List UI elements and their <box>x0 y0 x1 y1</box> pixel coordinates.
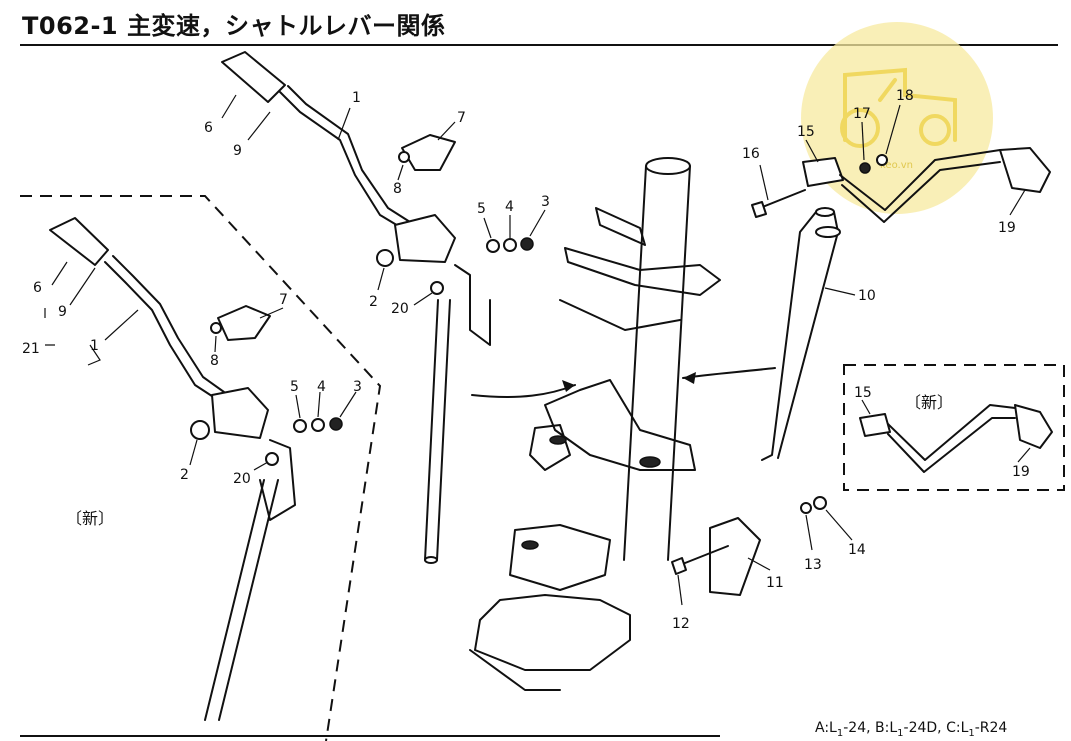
callout-10: 10 <box>858 288 876 304</box>
callout-new-3: 3 <box>353 379 362 395</box>
callout-new-8: 8 <box>210 353 219 369</box>
callout-new-9: 9 <box>58 304 67 320</box>
steering-column-frame <box>469 157 721 691</box>
model-c-prefix: C:L <box>946 720 969 736</box>
model-c-sub: 1 <box>968 727 975 739</box>
callout-3: 3 <box>541 194 550 210</box>
model-applicability-note: A:L1-24, B:L1-24D, C:L1-R24 <box>815 720 1007 739</box>
new-type-label-right: 〔新〕 <box>905 393 953 412</box>
leader-lines <box>44 94 1031 606</box>
shuttle-arm <box>709 517 761 596</box>
page-title: T062-1 主変速，シャトルレバー関係 <box>22 12 446 40</box>
assembly-arrows <box>471 367 776 398</box>
model-b-sub: 1 <box>897 727 904 739</box>
callout-16: 16 <box>742 146 760 162</box>
callout-17: 17 <box>853 106 871 122</box>
callout-new-20: 20 <box>233 471 251 487</box>
callout-5: 5 <box>477 201 486 217</box>
callout-inset-19: 19 <box>1012 464 1030 480</box>
new-shuttle-inset-frame <box>843 364 1065 491</box>
callout-12: 12 <box>672 616 690 632</box>
callout-6: 6 <box>204 120 213 136</box>
new-lever-cover <box>217 305 271 341</box>
callout-4: 4 <box>505 199 514 215</box>
lever-knob <box>221 51 286 103</box>
callout-new-5: 5 <box>290 379 299 395</box>
model-a-sub: 1 <box>836 727 844 739</box>
callout-7: 7 <box>457 110 466 126</box>
title-rule <box>20 44 1058 46</box>
new-shift-lever-group <box>49 217 343 721</box>
callout-20: 20 <box>391 301 409 317</box>
lever-cover <box>401 134 456 171</box>
callout-11: 11 <box>766 575 784 591</box>
callout-2: 2 <box>369 294 378 310</box>
upper-shift-lever-group <box>221 51 534 564</box>
shuttle-lever-clamp <box>802 157 844 187</box>
callout-new-7: 7 <box>279 292 288 308</box>
model-a-suffix: -24, <box>843 720 871 736</box>
callout-14: 14 <box>848 542 866 558</box>
new-shuttle-lever-inset <box>859 404 1053 473</box>
watermark-logo: keo.vn <box>801 22 993 214</box>
lever-bracket <box>394 214 456 263</box>
callout-13: 13 <box>804 557 822 573</box>
callout-new-21: 21 <box>22 341 40 357</box>
callout-new-2: 2 <box>180 467 189 483</box>
callout-inset-15: 15 <box>854 385 872 401</box>
callout-labels: 1 6 9 7 8 5 4 3 2 20 6 9 21 1 7 8 5 4 3 … <box>22 88 1030 632</box>
callout-new-6: 6 <box>33 280 42 296</box>
model-b-suffix: -24D, <box>903 720 942 736</box>
callout-8: 8 <box>393 181 402 197</box>
new-type-dashed-frame <box>20 195 382 741</box>
shuttle-lever-group <box>671 147 1051 596</box>
callout-9: 9 <box>233 143 242 159</box>
callout-18: 18 <box>896 88 914 104</box>
new-type-label-left: 〔新〕 <box>66 509 114 528</box>
new-lever-knob <box>49 217 109 266</box>
watermark-text: keo.vn <box>880 160 913 171</box>
new-lever-bracket <box>211 387 269 439</box>
model-c-suffix: -R24 <box>974 720 1008 736</box>
callout-1: 1 <box>352 90 361 106</box>
callout-new-4: 4 <box>317 379 326 395</box>
model-a-prefix: A:L <box>815 720 837 736</box>
callout-new-1: 1 <box>90 338 99 354</box>
model-b-prefix: B:L <box>875 720 898 736</box>
callout-19: 19 <box>998 220 1016 236</box>
bottom-rule <box>20 735 720 737</box>
callout-15: 15 <box>797 124 815 140</box>
shuttle-lever-knob <box>999 147 1051 193</box>
